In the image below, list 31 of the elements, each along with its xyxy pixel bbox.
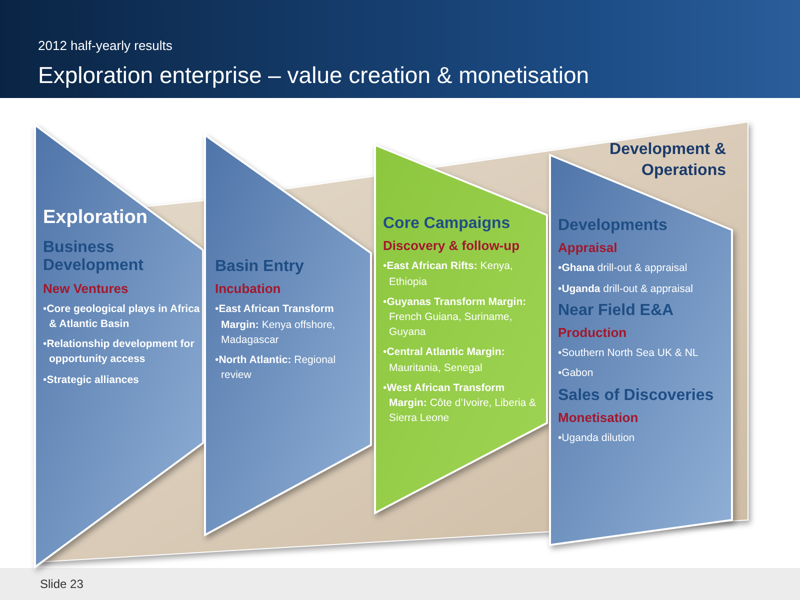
- subtitle: 2012 half-yearly results: [38, 38, 172, 53]
- bullet-text: •Strategic alliances: [43, 372, 140, 388]
- panel-subtitle: Incubation: [215, 281, 282, 296]
- bullet-text: •Central Atlantic Margin: Mauritania, Senegal: [383, 345, 506, 376]
- band-heading: Development & Operations: [608, 140, 726, 181]
- bullet-text: •Relationship development for opportunity access: [43, 337, 196, 368]
- bullet-text: •Uganda dilution: [558, 431, 636, 446]
- bullet-text: •Ghana drill-out & appraisal: [558, 261, 688, 276]
- panel-title: Developments: [558, 217, 668, 236]
- slide-number: Slide 23: [40, 577, 84, 591]
- bullet-text: •Guyanas Transform Margin: French Guiana, Suriname, Guyana: [383, 294, 528, 340]
- bullet-text: •East African Transform Margin: Kenya offshore, Madagascar: [215, 302, 336, 348]
- panel-title: Core Campaigns: [383, 215, 512, 234]
- panel-title: Basin Entry: [215, 258, 305, 276]
- bullet-text: •Gabon: [558, 366, 594, 382]
- bullet-text: •West African Transform Margin: Côte d’Ivoire, Liberia & Sierra Leone: [383, 380, 538, 426]
- panel-subtitle: Appraisal: [558, 240, 618, 256]
- panel-subtitle: Production: [558, 325, 628, 340]
- panel-subtitle: New Ventures: [43, 280, 130, 296]
- slide-title: Exploration enterprise – value creation & monetisation: [38, 62, 590, 89]
- bullet-text: •Uganda drill-out & appraisal: [558, 282, 694, 297]
- bullet-text: •Southern North Sea UK & NL: [558, 346, 700, 362]
- panel-title: Business Development: [43, 239, 144, 276]
- panel-title: Sales of Discoveries: [558, 386, 715, 406]
- panel-title: Near Field E&A: [558, 302, 675, 320]
- bullet-text: •Core geological plays in Africa & Atlantic Basin: [43, 302, 201, 332]
- panel-subtitle: Monetisation: [558, 410, 640, 426]
- panel-subtitle: Discovery & follow-up: [383, 238, 521, 254]
- bullet-text: •North Atlantic: Regional review: [215, 353, 337, 384]
- bullet-text: •East African Rifts: Kenya, Ethiopia: [383, 259, 514, 290]
- panel-heading: Exploration: [43, 207, 149, 229]
